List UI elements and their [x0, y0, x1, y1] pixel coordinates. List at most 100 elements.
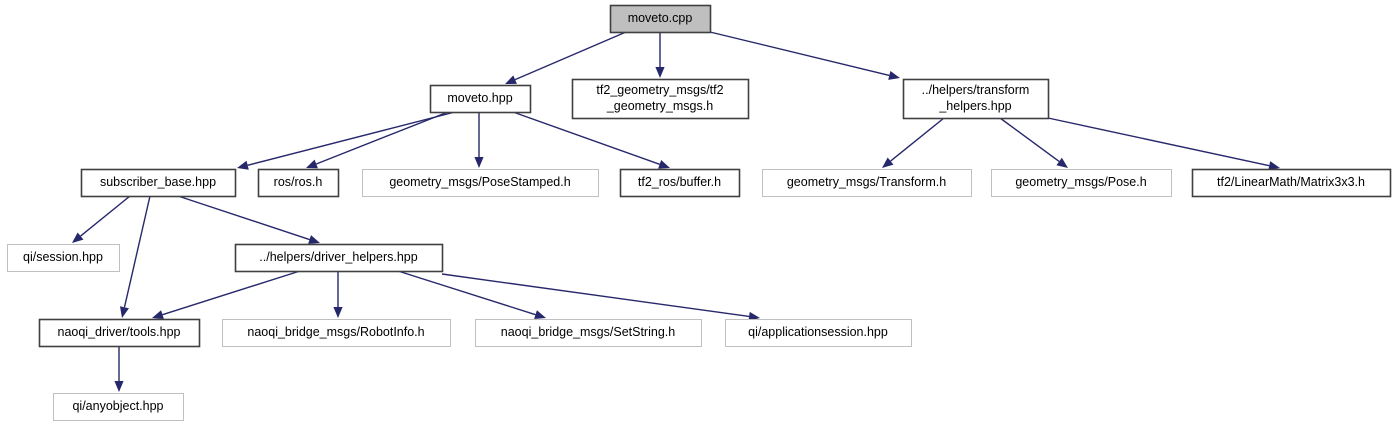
node-box[interactable] — [362, 169, 599, 197]
edge-line — [514, 31, 627, 81]
node-box[interactable] — [38, 318, 201, 348]
graph-node-ros_ros_h[interactable]: ros/ros.h — [257, 168, 340, 198]
edge-arrowhead-icon — [114, 381, 124, 392]
node-box[interactable] — [53, 393, 184, 421]
graph-edge — [441, 273, 760, 322]
graph-edge — [505, 31, 627, 84]
graph-edge — [474, 112, 484, 168]
node-box[interactable] — [475, 319, 702, 347]
edge-line — [441, 273, 750, 318]
edge-line — [315, 111, 449, 165]
edge-arrowhead-icon — [308, 235, 320, 244]
graph-edge — [72, 195, 131, 243]
node-box[interactable] — [257, 168, 340, 198]
graph-node-pose_stamped[interactable]: geometry_msgs/PoseStamped.h — [362, 169, 599, 197]
edge-arrowhead-icon — [1268, 161, 1280, 171]
graph-edge — [333, 271, 343, 318]
node-label: naoqi_driver/tools.hpp — [58, 325, 181, 339]
edge-line — [890, 117, 945, 162]
edge-arrowhead-icon — [748, 311, 760, 322]
graph-edge — [1047, 117, 1280, 171]
node-label: moveto.hpp — [447, 91, 512, 105]
node-box[interactable] — [991, 169, 1172, 197]
edge-arrowhead-icon — [152, 310, 164, 320]
edge-arrowhead-icon — [306, 159, 318, 169]
graph-node-moveto_cpp[interactable]: moveto.cpp — [609, 4, 712, 34]
graph-node-qi_appsession[interactable]: qi/applicationsession.hpp — [725, 319, 912, 347]
edge-line — [80, 195, 131, 237]
node-box[interactable] — [609, 4, 712, 34]
node-box[interactable] — [725, 319, 912, 347]
graph-node-transform_helpers[interactable]: ../helpers/transform_helpers.hpp — [902, 78, 1050, 120]
graph-edge — [152, 270, 301, 320]
graph-edge — [655, 32, 665, 78]
graph-node-matrix3x3[interactable]: tf2/LinearMath/Matrix3x3.h — [1191, 168, 1392, 198]
edge-arrowhead-icon — [72, 232, 84, 243]
node-box[interactable] — [222, 319, 451, 347]
edge-line — [999, 117, 1060, 163]
graph-edge — [709, 31, 900, 80]
graph-node-tf2_ros_buffer[interactable]: tf2_ros/buffer.h — [619, 168, 741, 198]
node-label: qi/anyobject.hpp — [72, 399, 163, 413]
graph-edge — [237, 111, 456, 170]
node-box[interactable] — [571, 78, 750, 120]
node-box[interactable] — [429, 84, 532, 114]
graph-node-moveto_hpp[interactable]: moveto.hpp — [429, 84, 532, 114]
graph-edges — [72, 31, 1280, 392]
node-label: tf2_ros/buffer.h — [638, 175, 721, 189]
node-box[interactable] — [80, 168, 237, 198]
edge-line — [247, 111, 456, 166]
graph-edge — [882, 117, 945, 168]
edge-line — [162, 270, 301, 316]
edge-line — [709, 31, 890, 77]
node-box[interactable] — [1191, 168, 1392, 198]
graph-nodes: moveto.cpp moveto.hpp tf2_geometry_msgs/tf… — [7, 4, 1392, 421]
node-box[interactable] — [234, 243, 444, 273]
edge-arrowhead-icon — [237, 160, 249, 170]
edge-line — [512, 111, 660, 165]
graph-edge — [512, 111, 670, 169]
node-label: naoqi_bridge_msgs/SetString.h — [501, 325, 675, 339]
edge-arrowhead-icon — [333, 307, 343, 318]
node-label: naoqi_bridge_msgs/RobotInfo.h — [247, 325, 424, 339]
edge-arrowhead-icon — [534, 310, 546, 320]
edge-arrowhead-icon — [1056, 157, 1068, 168]
graph-edge — [397, 270, 546, 320]
graph-edge — [306, 111, 449, 169]
edge-arrowhead-icon — [119, 306, 129, 318]
node-box[interactable] — [7, 244, 120, 272]
graph-node-set_string[interactable]: naoqi_bridge_msgs/SetString.h — [475, 319, 702, 347]
graph-node-geometry_pose[interactable]: geometry_msgs/Pose.h — [991, 169, 1172, 197]
node-box[interactable] — [762, 169, 972, 197]
edge-line — [397, 270, 536, 316]
graph-edge — [177, 195, 320, 244]
graph-edge — [999, 117, 1068, 168]
edge-line — [123, 195, 151, 308]
graph-node-naoqi_tools[interactable]: naoqi_driver/tools.hpp — [38, 318, 201, 348]
edge-arrowhead-icon — [882, 157, 894, 168]
node-label: qi/session.hpp — [23, 250, 103, 264]
graph-node-robot_info[interactable]: naoqi_bridge_msgs/RobotInfo.h — [222, 319, 451, 347]
node-label: geometry_msgs/Transform.h — [787, 175, 946, 189]
node-label: tf2_geometry_msgs/tf2 — [596, 83, 723, 97]
graph-node-driver_helpers[interactable]: ../helpers/driver_helpers.hpp — [234, 243, 444, 273]
graph-node-geometry_transform[interactable]: geometry_msgs/Transform.h — [762, 169, 972, 197]
graph-edge — [114, 346, 124, 392]
node-label: _helpers.hpp — [938, 99, 1011, 113]
edge-line — [177, 195, 310, 241]
node-box[interactable] — [619, 168, 741, 198]
node-label: ../helpers/driver_helpers.hpp — [259, 250, 417, 264]
graph-node-qi_session[interactable]: qi/session.hpp — [7, 244, 120, 272]
node-label: _geometry_msgs.h — [606, 99, 713, 113]
node-box[interactable] — [902, 78, 1050, 120]
graph-node-tf2_geometry_msgs[interactable]: tf2_geometry_msgs/tf2 _geometry_msgs.h — [571, 78, 750, 120]
node-label: ros/ros.h — [274, 175, 323, 189]
edge-arrowhead-icon — [474, 157, 484, 168]
graph-edge — [119, 195, 151, 318]
graph-node-qi_anyobject[interactable]: qi/anyobject.hpp — [53, 393, 184, 421]
edge-arrowhead-icon — [658, 159, 670, 169]
edge-arrowhead-icon — [655, 67, 665, 78]
edge-arrowhead-icon — [888, 70, 900, 80]
graph-node-subscriber_base[interactable]: subscriber_base.hpp — [80, 168, 237, 198]
